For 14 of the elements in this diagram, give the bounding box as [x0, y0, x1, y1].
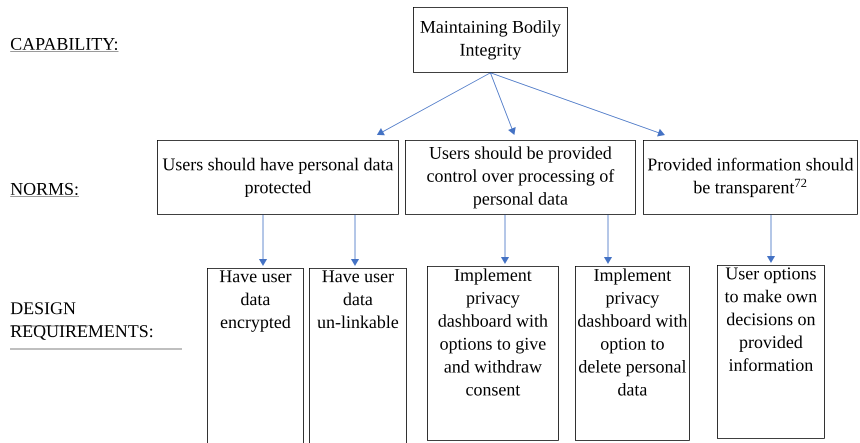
requirement-box: Have user data encrypted — [207, 268, 304, 443]
arrow — [490, 72, 516, 135]
norm-box: Users should have personal data protected — [157, 140, 399, 215]
level-label: NORMS: — [10, 182, 80, 197]
requirement-box: Have user data un-linkable — [309, 268, 407, 443]
requirement-box: User options to make own decisions on provided information — [717, 265, 825, 439]
requirement-box: Implement privacy dashboard with option to delete personal data — [575, 266, 690, 441]
capability-box: Maintaining Bodily Integrity — [413, 7, 568, 73]
level-label: DESIGN REQUIREMENTS: — [10, 302, 182, 350]
level-label: CAPABILITY: — [10, 38, 119, 52]
norm-box: Provided information should be transparent$^{72}$ — [643, 140, 858, 215]
requirement-box: Implement privacy dashboard with options to give and withdraw consent — [427, 266, 559, 441]
norm-box: Users should be provided control over processing of personal data — [405, 140, 636, 215]
arrow — [490, 72, 665, 136]
